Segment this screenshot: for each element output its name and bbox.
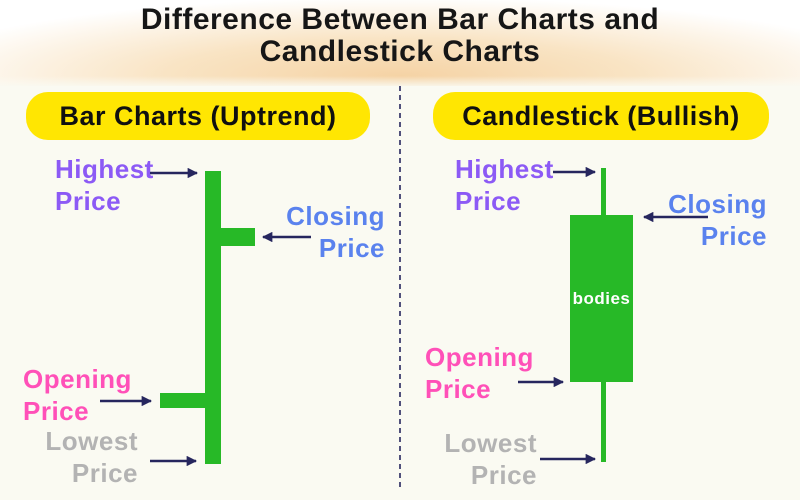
candle-closing-price-label: Closing Price: [668, 189, 767, 251]
bar-chart-panel-title: Bar Charts (Uptrend): [26, 92, 370, 140]
bar-closing-tick: [221, 228, 255, 246]
candle-upper-wick: [601, 168, 606, 215]
candle-opening-price-label: Opening Price: [425, 342, 534, 404]
bar-closing-price-label: Closing Price: [286, 201, 385, 263]
candle-body: bodies: [570, 215, 633, 382]
candle-highest-price-label: Highest Price: [455, 154, 554, 216]
candle-body-label: bodies: [572, 288, 631, 308]
page-title-line-2: Candlestick Charts: [259, 35, 541, 68]
bar-opening-price-label: Opening Price: [23, 364, 132, 426]
candlestick-panel-title: Candlestick (Bullish): [433, 92, 769, 140]
bar-highest-price-label: Highest Price: [55, 154, 154, 216]
bar-high-low-range: [205, 171, 221, 464]
candle-lowest-price-label: Lowest Price: [444, 428, 537, 490]
bar-opening-tick: [160, 393, 205, 408]
page-title-line-1: Difference Between Bar Charts and: [140, 3, 660, 36]
page-title: Difference Between Bar Charts and Candle…: [0, 4, 800, 68]
candle-lower-wick: [601, 382, 606, 462]
header-gradient-banner: [0, 0, 800, 86]
header-fade-edge: [0, 76, 800, 88]
bar-lowest-price-label: Lowest Price: [45, 426, 138, 488]
